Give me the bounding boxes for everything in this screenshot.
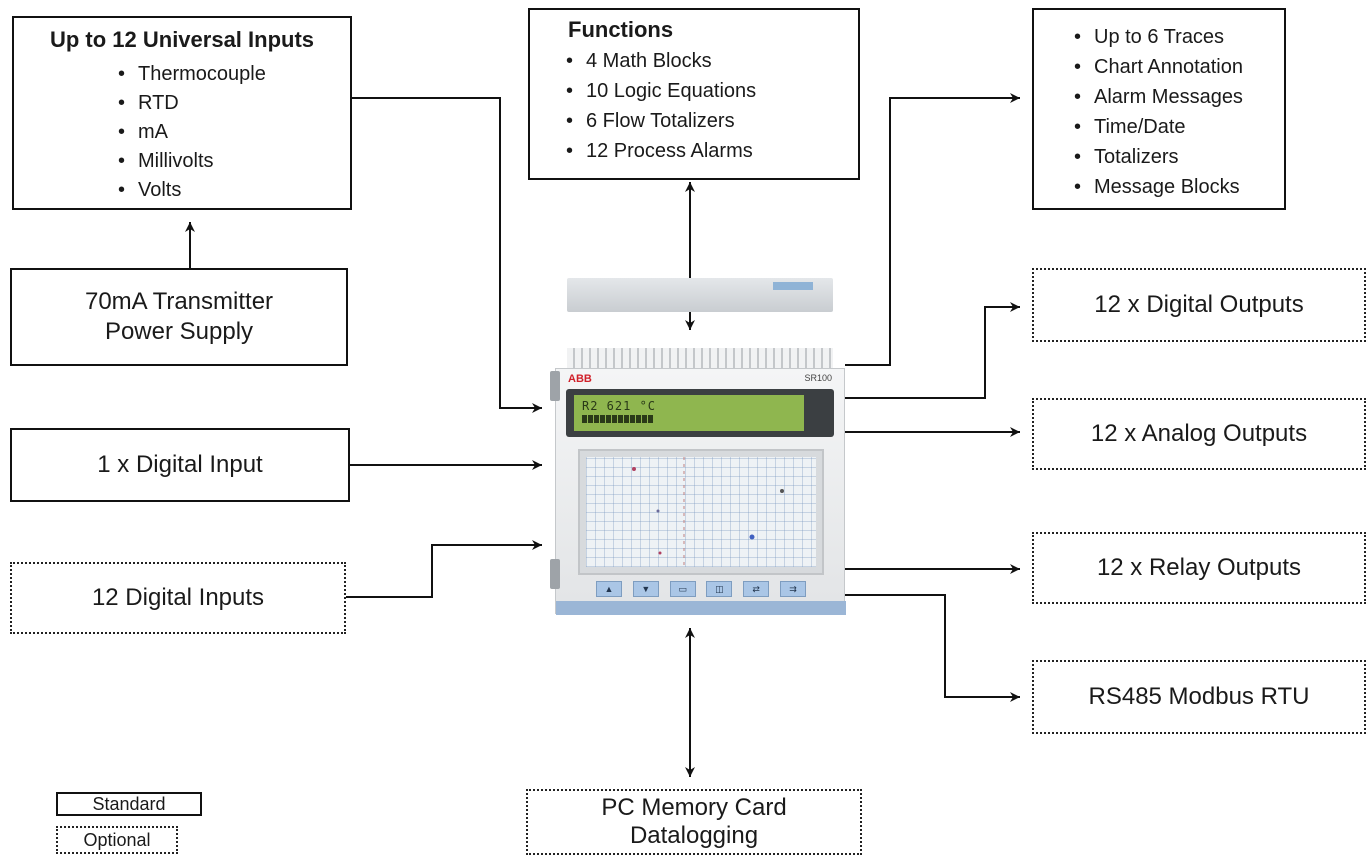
arrow-digital-inputs-to-device (345, 540, 542, 598)
device-keypad: ▲ ▼ ▭ ◫ ⇄ ⇉ (596, 581, 806, 599)
functions-list: 4 Math Blocks 10 Logic Equations 6 Flow … (560, 46, 858, 166)
device-base (556, 601, 846, 615)
scroll-key-icon[interactable]: ⇄ (743, 581, 770, 597)
up-arrow-key-icon[interactable]: ▲ (596, 581, 622, 597)
device-lcd-bargraph (582, 415, 654, 423)
arrow-device-to-digital-outputs (845, 302, 1020, 399)
list-item: Up to 6 Traces (1068, 22, 1284, 52)
arrow-device-to-features (845, 93, 1020, 366)
down-arrow-key-icon[interactable]: ▼ (632, 581, 659, 597)
device-model-label: SR100 (804, 373, 832, 383)
modbus-box: RS485 Modbus RTU (1032, 660, 1366, 734)
list-item: Chart Annotation (1068, 52, 1284, 82)
digital-inputs-label: 12 Digital Inputs (91, 584, 265, 611)
relay-outputs-box: 12 x Relay Outputs (1032, 532, 1366, 604)
arrow-universal-inputs-to-device (350, 97, 542, 413)
device-hinge (550, 559, 560, 589)
menu-key-icon[interactable]: ▭ (669, 581, 696, 597)
device-chart-traces (632, 457, 784, 567)
device-top (567, 278, 833, 312)
analog-outputs-label: 12 x Analog Outputs (1090, 420, 1308, 447)
list-item: Message Blocks (1068, 172, 1284, 202)
device-lcd: R2 621 °C (574, 395, 804, 431)
transmitter-supply-line1: 70mA Transmitter (84, 288, 274, 315)
device-brand-logo: ABB (568, 373, 592, 385)
device-body: ABB SR100 R2 621 °C ▲ ▼ ▭ ◫ ⇄ ⇉ (550, 368, 846, 615)
modbus-label: RS485 Modbus RTU (1088, 683, 1310, 710)
universal-inputs-box: Up to 12 Universal Inputs Thermocouple R… (12, 16, 352, 210)
list-item: Thermocouple (112, 60, 340, 89)
device-hinge (550, 371, 560, 401)
memory-card-line2: Datalogging (629, 822, 759, 849)
list-item: Totalizers (1068, 142, 1284, 172)
memory-card-box: PC Memory Card Datalogging (526, 789, 862, 855)
digital-outputs-box: 12 x Digital Outputs (1032, 268, 1366, 342)
legend-standard-label: Standard (92, 794, 166, 814)
digital-inputs-box: 12 Digital Inputs (10, 562, 346, 634)
functions-title: Functions (568, 17, 674, 42)
legend-standard: Standard (56, 792, 202, 816)
recorder-device: ABB SR100 R2 621 °C ▲ ▼ ▭ ◫ ⇄ ⇉ (550, 278, 846, 615)
list-item: RTD (112, 89, 340, 118)
list-item: 6 Flow Totalizers (560, 106, 858, 136)
select-key-icon[interactable]: ◫ (706, 581, 733, 597)
functions-box: Functions 4 Math Blocks 10 Logic Equatio… (528, 8, 860, 180)
memory-card-line1: PC Memory Card (601, 794, 787, 821)
enter-key-icon[interactable]: ⇉ (779, 581, 806, 597)
list-item: Volts (112, 176, 340, 205)
transmitter-power-supply-box: 70mA Transmitter Power Supply (10, 268, 348, 366)
transmitter-supply-line2: Power Supply (104, 318, 254, 345)
digital-input-box: 1 x Digital Input (10, 428, 350, 502)
analog-outputs-box: 12 x Analog Outputs (1032, 398, 1366, 470)
list-item: 4 Math Blocks (560, 46, 858, 76)
list-item: Millivolts (112, 147, 340, 176)
universal-inputs-list: Thermocouple RTD mA Millivolts Volts (112, 60, 340, 205)
device-chart-paper (586, 457, 816, 567)
list-item: 12 Process Alarms (560, 136, 858, 166)
list-item: Time/Date (1068, 112, 1284, 142)
device-lcd-text: R2 621 °C (582, 399, 657, 413)
list-item: Alarm Messages (1068, 82, 1284, 112)
list-item: 10 Logic Equations (560, 76, 858, 106)
display-features-box: Up to 6 Traces Chart Annotation Alarm Me… (1032, 8, 1286, 210)
relay-outputs-label: 12 x Relay Outputs (1096, 554, 1302, 581)
list-item: mA (112, 118, 340, 147)
arrow-device-to-modbus (845, 594, 1020, 702)
digital-input-label: 1 x Digital Input (97, 451, 263, 478)
universal-inputs-title: Up to 12 Universal Inputs (49, 27, 315, 52)
device-top-badge (773, 282, 813, 290)
legend-optional-label: Optional (83, 830, 151, 850)
display-features-list: Up to 6 Traces Chart Annotation Alarm Me… (1068, 22, 1284, 202)
legend-optional: Optional (56, 826, 178, 854)
digital-outputs-label: 12 x Digital Outputs (1094, 291, 1304, 318)
